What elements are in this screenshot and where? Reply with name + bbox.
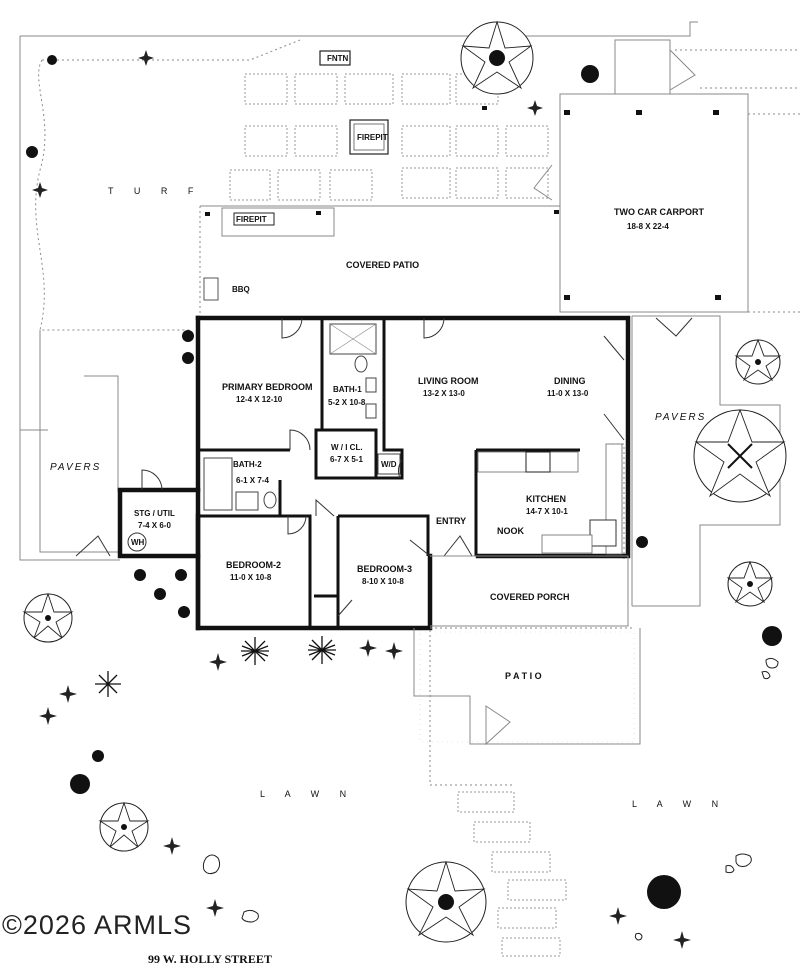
lawn-left-label: L A W N: [260, 789, 355, 799]
primary-bedroom-dims: 12-4 X 12-10: [236, 395, 283, 404]
kitchen-dims: 14-7 X 10-1: [526, 507, 568, 516]
house-walls: [117, 315, 631, 631]
shrub-icon: [26, 55, 782, 909]
fixtures: [127, 323, 623, 555]
walkway: [457, 791, 567, 957]
nook-label: NOOK: [497, 526, 525, 536]
watermark: ©2026 ARMLS: [2, 910, 192, 940]
patio-label: P A T I O: [505, 671, 542, 681]
fountain-label: FNTN: [327, 54, 349, 63]
address-caption: 99 W. HOLLY STREET: [148, 952, 272, 966]
boulder-icon: [202, 657, 779, 941]
pavers-right-label: PAVERS: [655, 412, 706, 423]
tree-canopy-icon: [22, 20, 787, 943]
living-room-dims: 13-2 X 13-0: [423, 389, 465, 398]
bedroom3-dims: 8-10 X 10-8: [362, 577, 404, 586]
covered-porch-label: COVERED PORCH: [490, 592, 570, 602]
living-room-label: LIVING ROOM: [418, 376, 479, 386]
carport-dims: 18-8 X 22-4: [627, 222, 669, 231]
kitchen-label: KITCHEN: [526, 494, 566, 504]
storage-label: STG / UTIL: [134, 509, 175, 518]
lawn-right-label: L A W N: [632, 799, 727, 809]
covered-patio-label: COVERED PATIO: [346, 260, 419, 270]
water-heater-label: WH: [131, 538, 145, 547]
door-swings: [75, 317, 693, 617]
firepit-table-label: FIREPIT: [236, 215, 267, 224]
firepit-center-label: FIREPIT: [357, 133, 388, 142]
bath2-label: BATH-2: [233, 460, 262, 469]
turf-label: T U R F: [108, 186, 202, 196]
bbq-label: BBQ: [232, 285, 250, 294]
dining-dims: 11-0 X 13-0: [547, 389, 589, 398]
firepit-center: [349, 119, 389, 155]
paver-grid: [229, 73, 549, 201]
porch-patio: [413, 555, 641, 786]
yard-outline: [19, 21, 800, 607]
pavers-left-label: PAVERS: [50, 462, 101, 473]
fountain: [319, 50, 351, 66]
carport-label: TWO CAR CARPORT: [614, 207, 704, 217]
bath1-label: BATH-1: [333, 385, 362, 394]
primary-bedroom-label: PRIMARY BEDROOM: [222, 382, 313, 392]
bedroom3-label: BEDROOM-3: [357, 564, 412, 574]
bedroom2-dims: 11-0 X 10-8: [230, 573, 272, 582]
covered-patio: FIREPIT BBQ: [199, 106, 721, 316]
entry-label: ENTRY: [436, 516, 466, 526]
flower-plant-icon: [32, 50, 691, 949]
bedroom2-label: BEDROOM-2: [226, 560, 281, 570]
bath2-dims: 6-1 X 7-4: [236, 476, 269, 485]
wic-label: W / I CL.: [331, 443, 363, 452]
bath1-dims: 5-2 X 10-8: [328, 398, 366, 407]
storage-dims: 7-4 X 6-0: [138, 521, 171, 530]
washer-dryer-label: W/D: [381, 460, 397, 469]
dining-label: DINING: [554, 376, 586, 386]
wic-dims: 6-7 X 5-1: [330, 455, 363, 464]
